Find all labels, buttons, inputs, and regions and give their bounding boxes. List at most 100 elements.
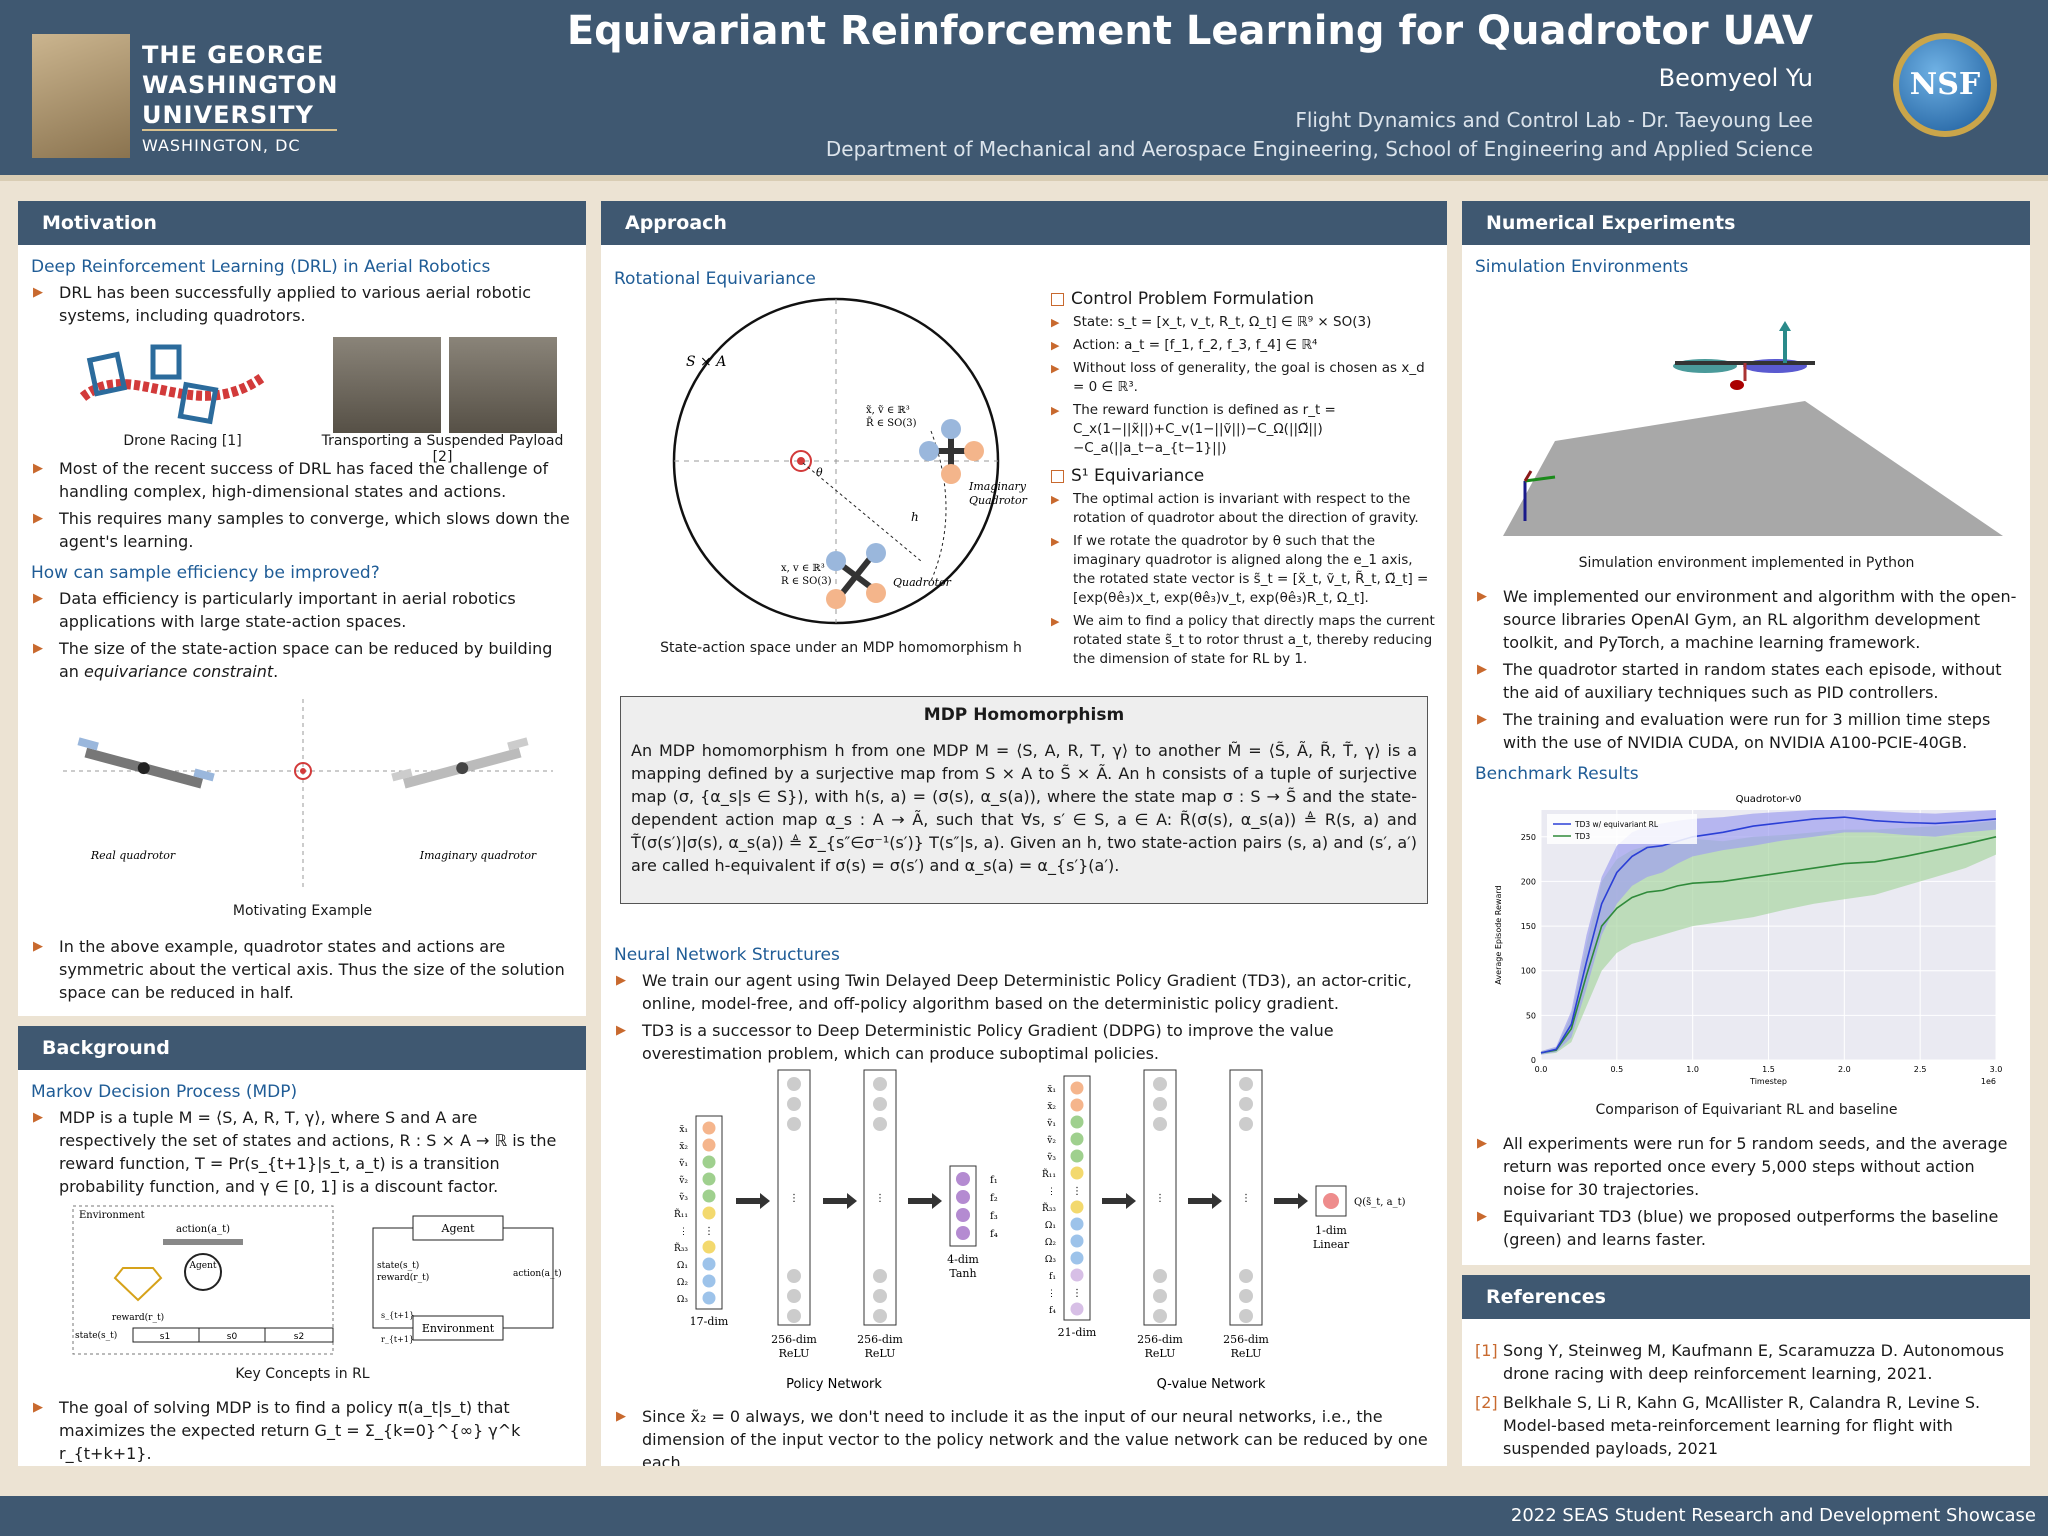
output-activation-label: Tanh (949, 1267, 976, 1280)
approach-panel: Approach Rotational Equivariance S × A h… (601, 201, 1447, 1466)
bullet: Equivariant TD3 (blue) we proposed outpe… (1475, 1205, 2018, 1251)
q-network-title: Q-value Network (1157, 1377, 1266, 1392)
hidden-node (873, 1097, 887, 1111)
input-label: x̃₁ (679, 1124, 688, 1135)
svg-text:reward(r_t): reward(r_t) (111, 1312, 163, 1323)
drl-subheading: Deep Reinforcement Learning (DRL) in Aer… (31, 257, 491, 277)
y-tick-label: 0 (1531, 1056, 1536, 1065)
input-node (1070, 1132, 1084, 1146)
x-tick-label: 2.5 (1914, 1065, 1927, 1074)
q-output-label: Q(s̃_t, a_t) (1354, 1197, 1406, 1208)
motivating-example-figure: Real quadrotor Imaginary quadrotor (62, 699, 553, 889)
reward-diamond-icon (113, 1267, 162, 1302)
svg-text:h: h (911, 510, 919, 524)
hidden-node (1239, 1269, 1253, 1283)
input-label: R̃₁₁ (1042, 1168, 1056, 1180)
legend-box (1547, 814, 1697, 844)
input-label: Ω₂ (677, 1278, 688, 1288)
flow-arrow (823, 1193, 857, 1209)
chart-title: Quadrotor-v0 (1736, 794, 1802, 805)
ellipsis: ⋮ (704, 1226, 714, 1237)
simulation-environment-image (1503, 321, 2003, 536)
flow-arrow (1102, 1193, 1136, 1209)
svg-text:s0: s0 (226, 1332, 237, 1342)
bullet: State: s_t = [x_t, v_t, R_t, Ω_t] ∈ ℝ⁹ ×… (1049, 313, 1439, 332)
input-label: x̃₁ (1047, 1084, 1056, 1095)
q-dim-label: 1-dim (1315, 1224, 1347, 1237)
hidden-activation-label: ReLU (865, 1347, 896, 1360)
bullet: Without loss of generality, the goal is … (1049, 359, 1439, 397)
svg-text:x, v ∈ ℝ³: x, v ∈ ℝ³ (781, 563, 825, 574)
input-node (702, 1138, 716, 1152)
input-label: ṽ₁ (1046, 1119, 1056, 1129)
simulation-subheading: Simulation Environments (1475, 257, 1689, 277)
hidden-node (873, 1269, 887, 1283)
input-node (1070, 1217, 1084, 1231)
svg-text:Agent: Agent (440, 1222, 475, 1235)
real-quadrotor-icon (76, 737, 215, 789)
input-label: ⋮ (679, 1227, 688, 1237)
racing-caption: Drone Racing [1] (123, 433, 242, 449)
chart-legend: TD3 w/ equivariant RL TD3 (1547, 814, 1697, 844)
output-dim-label: 4-dim (947, 1253, 979, 1266)
policy-network-title: Policy Network (786, 1377, 882, 1392)
hidden-node (1153, 1269, 1167, 1283)
q-activation-label: Linear (1313, 1238, 1350, 1251)
environment-box (412, 1315, 503, 1341)
department: Department of Mechanical and Aerospace E… (825, 137, 1813, 161)
output-label: f₁ (990, 1175, 998, 1186)
x-multiplier: 1e6 (1981, 1077, 1996, 1086)
imaginary-quadrotor-icon (390, 737, 529, 789)
problem-formulation: Control Problem Formulation State: s_t =… (1049, 289, 1439, 673)
input-label: R̃₃₃ (1042, 1202, 1056, 1214)
experiments-panel: Numerical Experiments Simulation Environ… (1462, 201, 2030, 1265)
hidden-activation-label: ReLU (1231, 1347, 1262, 1360)
hidden-layer (1229, 1069, 1263, 1326)
payload-image-1 (332, 337, 441, 433)
bullet: In the above example, quadrotor states a… (31, 935, 574, 1004)
series-band (1541, 810, 1996, 1055)
bullet: We aim to find a policy that directly ma… (1049, 612, 1439, 669)
input-node (702, 1206, 716, 1220)
background-panel: Background Markov Decision Process (MDP)… (18, 1026, 586, 1466)
input-label: x̃₂ (679, 1141, 688, 1152)
y-tick-label: 200 (1521, 877, 1536, 886)
input-layer (1063, 1075, 1091, 1321)
s1-heading: S¹ Equivariance (1049, 466, 1439, 486)
imaginary-quadrotor-icon (919, 419, 984, 484)
svg-text:s1: s1 (159, 1332, 169, 1342)
svg-text:s2: s2 (293, 1332, 303, 1342)
references-heading: References (1462, 1275, 2030, 1319)
legend-label: TD3 (1574, 832, 1590, 841)
bullet: Most of the recent success of DRL has fa… (31, 457, 574, 503)
svg-text:R̃ ∈ SO(3): R̃ ∈ SO(3) (866, 417, 917, 429)
input-node (702, 1189, 716, 1203)
benchmark-subheading: Benchmark Results (1475, 764, 1639, 784)
input-label: ṽ₃ (1046, 1153, 1056, 1163)
hidden-node (1153, 1097, 1167, 1111)
ellipsis: ⋮ (1072, 1186, 1082, 1197)
input-label: x̃₂ (1047, 1101, 1056, 1112)
output-label: f₃ (990, 1211, 998, 1222)
hidden-node (1239, 1077, 1253, 1091)
x-tick-label: 0.5 (1610, 1065, 1623, 1074)
input-node (1070, 1149, 1084, 1163)
input-label: R̃₃₃ (674, 1242, 688, 1254)
gwu-location: WASHINGTON, DC (142, 136, 301, 155)
legend-label: TD3 w/ equivariant RL (1574, 820, 1659, 829)
svg-text:x̃, ṽ ∈ ℝ³: x̃, ṽ ∈ ℝ³ (866, 405, 910, 416)
svg-text:reward(r_t): reward(r_t) (377, 1272, 429, 1283)
svg-text:θ: θ (816, 466, 823, 479)
ellipsis: ⋮ (789, 1193, 799, 1204)
input-node (1070, 1251, 1084, 1265)
input-node (1070, 1234, 1084, 1248)
flow-arrow (736, 1193, 770, 1209)
hidden-node (1239, 1097, 1253, 1111)
flow-arrow (1274, 1193, 1308, 1209)
hidden-node (787, 1269, 801, 1283)
svg-text:state(s_t): state(s_t) (377, 1260, 419, 1271)
hidden-activation-label: ReLU (779, 1347, 810, 1360)
input-label: ṽ₂ (678, 1176, 688, 1186)
series-band (1541, 820, 1996, 1055)
mdp-homomorphism-box: MDP Homomorphism An MDP homomorphism h f… (620, 696, 1428, 904)
